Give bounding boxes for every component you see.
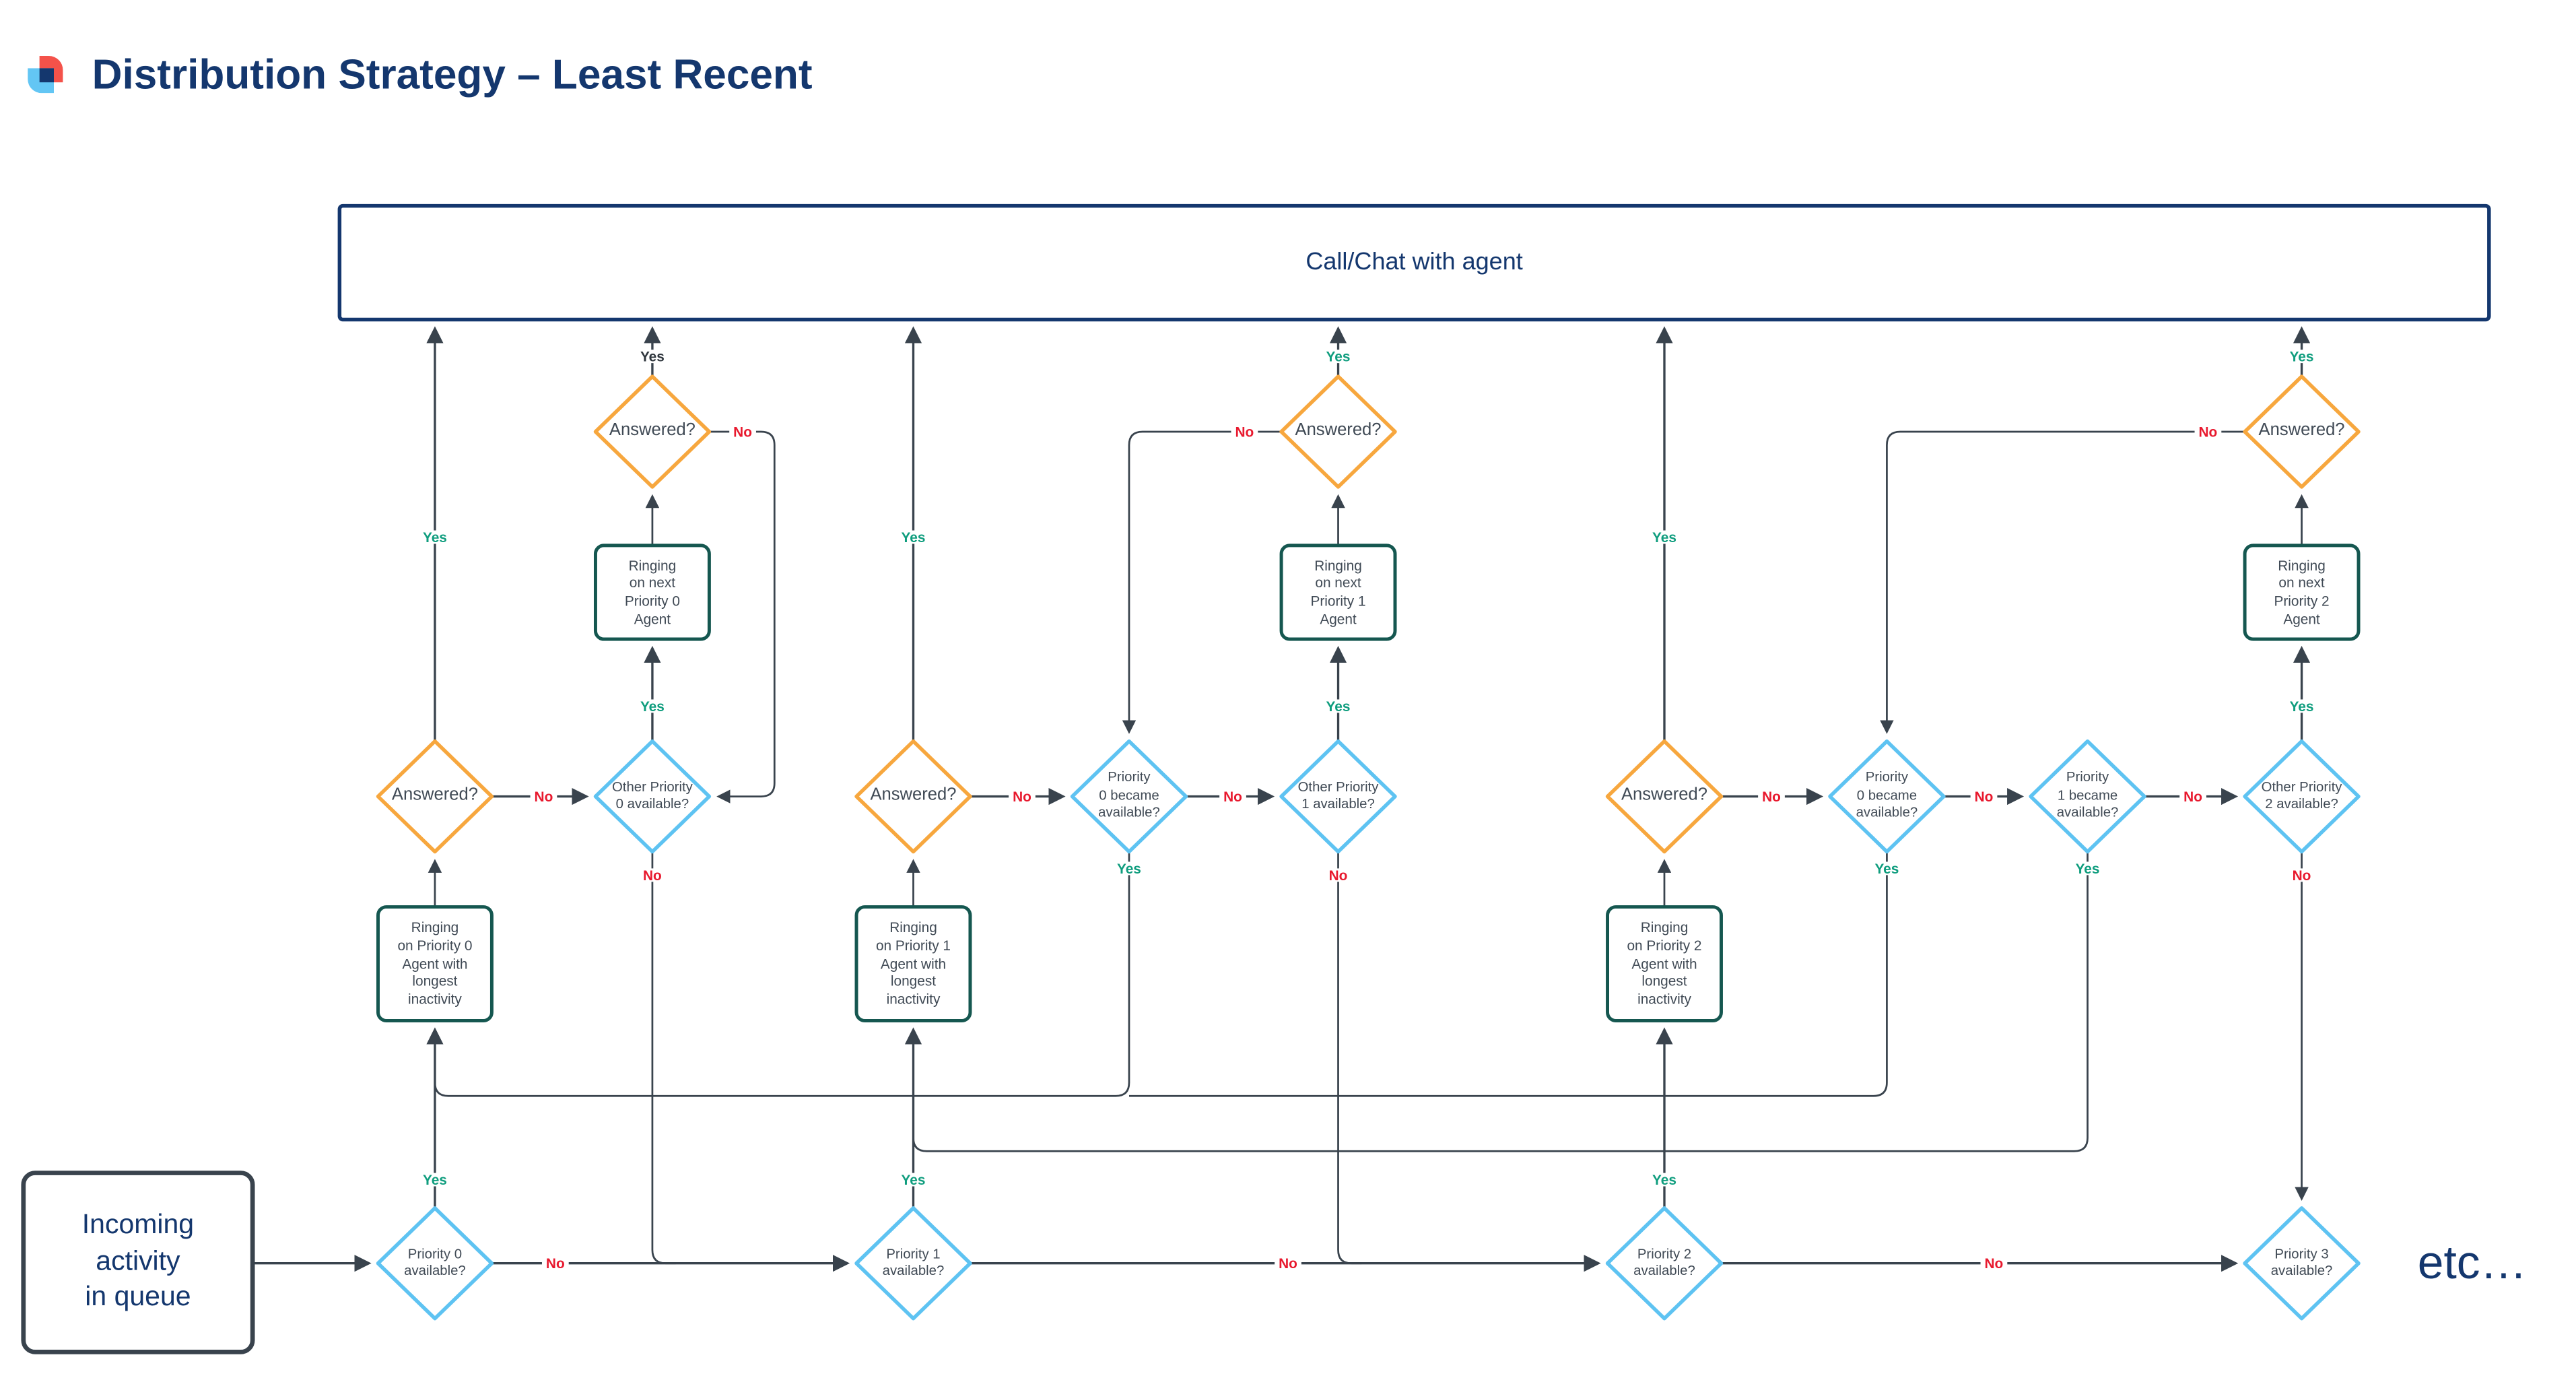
edge-label-yes: Yes [398,1167,471,1193]
decision-answered-p1 [854,739,972,854]
process-ringing-longest-priority-2 [1606,905,1723,1022]
connector-line [1122,430,1282,734]
process-ringing-longest-priority-1-label: Ringing on Priority 1 Agent with longest… [875,919,951,1008]
edge-label-yes: Yes [2265,343,2338,370]
process-ringing-longest-priority-1 [854,905,972,1022]
connector-line [1128,851,1888,1097]
process-ringing-next-priority-0 [593,544,711,641]
decision-priority-1-became-available-label: Priority 1 became available? [2056,770,2119,820]
edge-label-no: No [2171,418,2245,445]
decision-priority-0-available [376,1206,494,1321]
logo-navy-square [39,68,55,83]
decision-priority-1-available [854,1206,972,1321]
process-ringing-next-priority-2-label: Ringing on next Priority 2 Agent [2274,556,2330,627]
edge-label-no: No [1251,1250,1324,1277]
decision-priority-0-became-available-b-label: Priority 0 became available? [1098,770,1160,820]
decision-priority-0-became-available-c-label: Priority 0 became available? [1856,770,1918,820]
edge-label-no: No [1301,861,1375,888]
edge-label-no: No [1196,783,1269,810]
decision-answered-next-p0 [593,374,712,489]
edge-label-yes: Yes [877,524,950,551]
edge-label-no: No [985,783,1058,810]
decision-priority-2-available [1605,1206,1724,1321]
terminator-incoming-queue [21,1171,255,1354]
decision-priority-3-available-label: Priority 3 available? [2270,1245,2333,1279]
edge-label-yes: Yes [1092,855,1165,882]
page-header: Distribution Strategy – Least Recent [28,52,813,98]
edge-label-yes: Yes [2265,693,2338,720]
edge-label-no: No [2265,861,2338,888]
edge-label-yes: Yes [1301,343,1375,370]
decision-other-priority-1-available-label: Other Priority 1 available? [1297,779,1379,812]
edge-label-yes: Yes [2051,855,2124,882]
process-ringing-next-priority-0-label: Ringing on next Priority 0 Agent [624,556,680,627]
decision-other-priority-0-available-label: Other Priority 0 available? [611,779,693,812]
edge-label-yes: Yes [1627,524,1701,551]
process-ringing-next-priority-1 [1279,544,1397,641]
decision-answered-p0 [376,739,494,854]
decision-other-priority-1-available [1279,739,1397,854]
edge-labels: Yes Yes Yes Yes Yes Yes Yes Yes Yes Yes … [398,343,2338,1277]
terminator-call-chat-label: Call/Chat with agent [1306,249,1523,276]
connector-line [912,851,2089,1152]
edge-label-no: No [518,1250,592,1277]
decision-answered-p2 [1605,739,1724,854]
edge-label-yes: Yes [1627,1167,1701,1193]
edge-label-yes: Yes [1850,855,1924,882]
edge-label-no: No [1957,1250,2031,1277]
edge-label-no: No [2156,783,2229,810]
decision-priority-0-available-label: Priority 0 available? [404,1245,466,1279]
edge-label-no: No [1208,418,1281,445]
decision-answered-next-p2-label: Answered? [2258,422,2345,441]
connector-line [709,430,776,803]
terminator-incoming-queue-label: Incoming activity in queue [81,1209,195,1313]
connector-line [1880,430,2245,734]
edge-label-no: No [1947,783,2021,810]
process-ringing-longest-priority-0-label: Ringing on Priority 0 Agent with longest… [397,919,473,1008]
edge-label-yes: Yes [877,1167,950,1193]
decision-answered-next-p1 [1279,374,1397,489]
decision-priority-2-available-label: Priority 2 available? [1633,1245,1695,1279]
decision-priority-1-became-available [2029,739,2146,854]
process-ringing-next-priority-1-label: Ringing on next Priority 1 Agent [1310,556,1366,627]
page-title: Distribution Strategy – Least Recent [92,52,813,98]
decision-other-priority-2-available-label: Other Priority 2 available? [2261,779,2342,812]
etc-text: etc… [2418,1236,2527,1288]
logo-icon [28,55,63,94]
edge-label-yes: Yes [615,343,689,370]
decision-answered-p0-label: Answered? [391,787,478,806]
edge-label-yes: Yes [1301,693,1375,720]
connector-line [1337,851,1362,1265]
connector-line [434,851,1130,1097]
decision-answered-p1-label: Answered? [870,787,957,806]
decision-priority-1-available-label: Priority 1 available? [882,1245,945,1279]
decision-answered-p2-label: Answered? [1621,787,1707,806]
edge-label-yes: Yes [615,693,689,720]
decision-answered-next-p0-label: Answered? [609,422,696,441]
decision-answered-next-p2 [2243,374,2361,489]
edge-label-no: No [615,861,689,888]
edge-label-yes: Yes [398,524,471,551]
decision-priority-0-became-available-b [1070,739,1188,854]
terminator-call-chat [337,203,2491,322]
decision-other-priority-0-available [593,739,712,854]
edge-label-no: No [507,783,580,810]
decision-priority-3-available [2243,1206,2361,1321]
decision-answered-next-p1-label: Answered? [1295,422,1382,441]
nodes: Call/Chat with agent Incoming activity i… [21,203,2527,1354]
process-ringing-longest-priority-2-label: Ringing on Priority 2 Agent with longest… [1627,919,1702,1008]
connector-line [651,851,676,1265]
process-ringing-next-priority-2 [2243,544,2361,641]
edge-label-no: No [706,418,779,445]
decision-priority-0-became-available-c [1828,739,1946,854]
decision-other-priority-2-available [2243,739,2361,854]
process-ringing-longest-priority-0 [376,905,494,1022]
edge-label-no: No [1734,783,1808,810]
